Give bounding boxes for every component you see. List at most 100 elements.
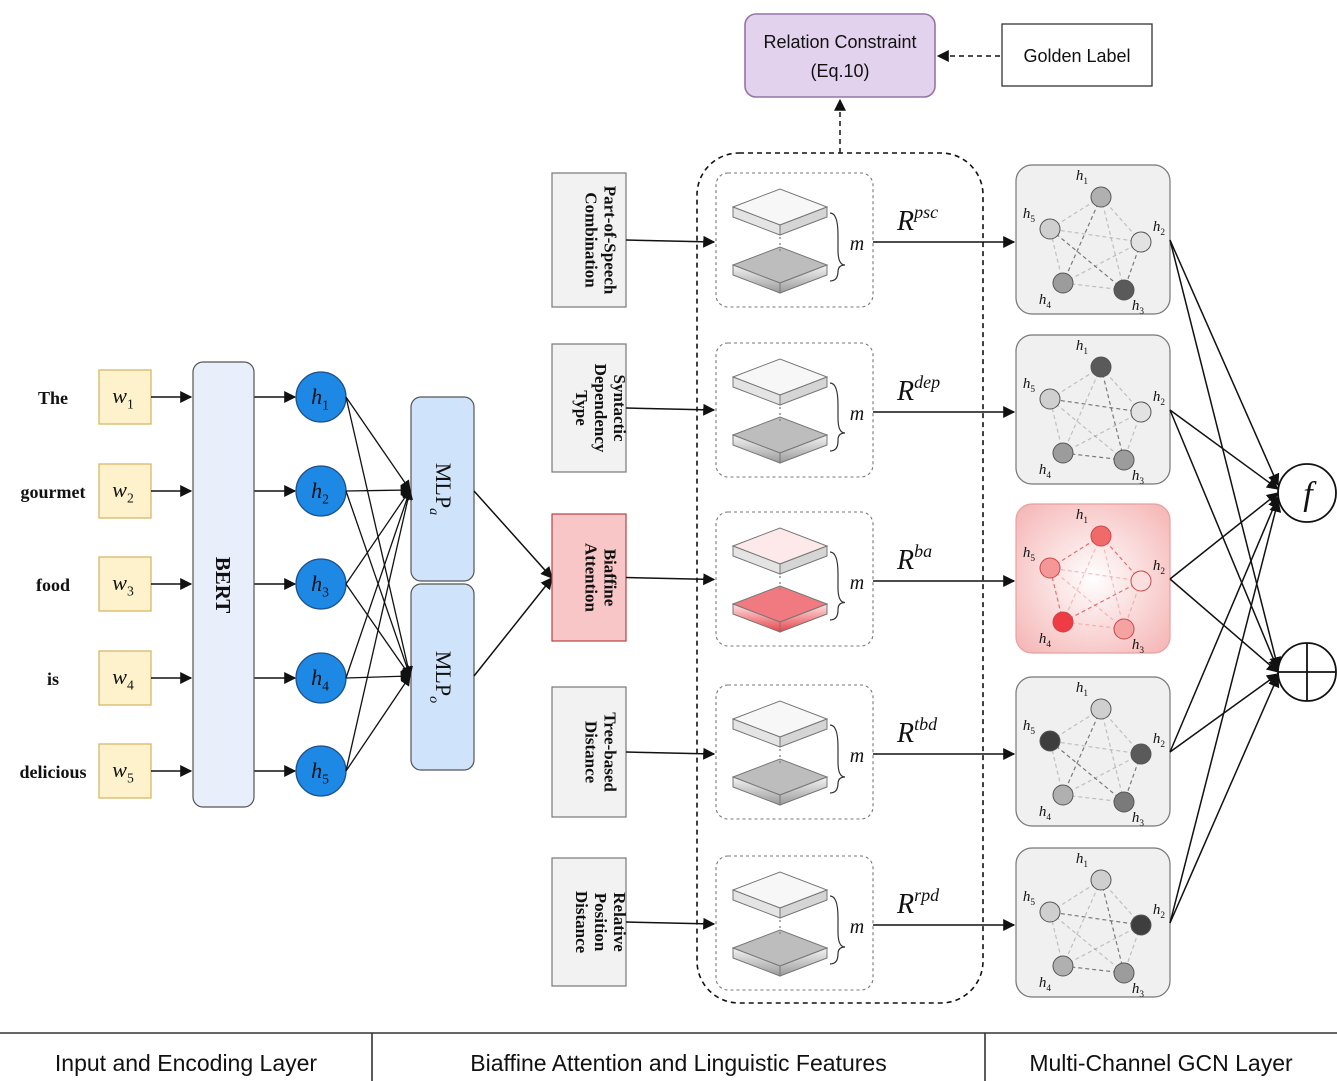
relation-base: R: [896, 206, 914, 237]
feature-label-tbd-line1: Tree-based: [601, 712, 620, 792]
graph-node-h5: [1039, 388, 1061, 410]
graph-node-h1: [1090, 356, 1112, 378]
token-label-5-sub: 5: [127, 771, 134, 786]
graph-node-label-h1-base: h: [1076, 851, 1084, 867]
tensor-layer-right-2: [779, 434, 828, 464]
graph-node-label-h2: h2: [1153, 558, 1166, 577]
hidden-label-4-sub: 4: [322, 679, 329, 694]
graph-node-label-h3-base: h: [1132, 810, 1140, 826]
graph-node-h4: [1052, 611, 1074, 633]
graph-node-label-h1-sub: 1: [1083, 177, 1088, 187]
graph-node-label-h2-base: h: [1153, 558, 1161, 574]
graph-node-label-h5: h5: [1023, 718, 1036, 737]
graph-node-label-h5-base: h: [1023, 545, 1031, 561]
graph-node-label-h3: h3: [1132, 298, 1145, 317]
mlp-label-base: MLP: [431, 463, 456, 508]
word-1: The: [38, 388, 68, 408]
graph-edge: [1100, 196, 1125, 291]
graph-box-dep: [1015, 334, 1171, 485]
f-combine-node: f: [1277, 463, 1337, 523]
graph-node-label-h1-sub: 1: [1083, 347, 1088, 357]
graph-node-label-h5-base: h: [1023, 206, 1031, 222]
graph-node-label-h1: h1: [1076, 851, 1089, 870]
graph-node-label-h4-base: h: [1039, 292, 1047, 308]
tensor-depth-label: m: [850, 916, 864, 938]
feature-box-psc: [551, 172, 627, 308]
feature-label-dep-line2: Dependency: [591, 364, 610, 453]
graph-node-label-h3: h3: [1132, 637, 1145, 656]
graph-node-label-h1-sub: 1: [1083, 860, 1088, 870]
graph-edge: [1062, 535, 1102, 623]
graph1-to-f: [1169, 239, 1280, 487]
graph-node-label-h4-base: h: [1039, 804, 1047, 820]
graph-node-label-h5-sub: 5: [1030, 727, 1035, 737]
graph-node-label-h2-base: h: [1153, 731, 1161, 747]
golden-label-text: Golden Label: [1023, 46, 1130, 66]
graph-node-h1: [1090, 869, 1112, 891]
mlp-label-a: MLPa: [426, 463, 456, 515]
token-box-2: [98, 463, 152, 519]
graph-node-label-h4: h4: [1039, 804, 1052, 823]
graph-node-label-h3-sub: 3: [1139, 646, 1144, 656]
tensor-brace: [829, 895, 846, 965]
graph-node-label-h5-sub: 5: [1030, 554, 1035, 564]
feature-box-rpd: [551, 857, 627, 987]
relation-label-rpd: Rrpd: [896, 885, 940, 920]
hidden-label-1-sub: 1: [322, 398, 329, 413]
feature-to-tensor-arrow-tbd: [625, 747, 716, 760]
token-label-2-sub: 2: [127, 491, 134, 506]
graph-node-label-h4-sub: 4: [1046, 640, 1051, 650]
word-3: food: [36, 575, 70, 595]
graph-node-label-h1-sub: 1: [1083, 689, 1088, 699]
hidden-label-2-base: h: [311, 478, 322, 503]
tensor-layer-right-1: [779, 889, 828, 919]
feature-to-tensor-arrow-psc: [625, 235, 716, 248]
graph-node-h4: [1052, 955, 1074, 977]
relation-base: R: [896, 545, 914, 576]
graph-edge: [1100, 708, 1125, 803]
tensor-layer-right-2: [779, 776, 828, 806]
graph1-to-sum: [1169, 239, 1282, 670]
graph-node-label-h1-base: h: [1076, 338, 1084, 354]
token-label-3-sub: 3: [127, 584, 134, 599]
hidden-to-mlp-edges: [345, 396, 413, 772]
graph-node-label-h5: h5: [1023, 206, 1036, 225]
relation-label-ba: Rba: [896, 541, 932, 576]
graph-node-h3: [1113, 962, 1135, 984]
hidden-label-2: h2: [311, 478, 329, 507]
relation-base: R: [896, 889, 914, 920]
relation-constraint-box: Relation Constraint (Eq.10): [744, 13, 936, 98]
hidden2-to-mlp-a: [345, 484, 412, 496]
graph-edge: [1049, 567, 1125, 630]
token-label-1-sub: 1: [127, 397, 134, 412]
graph-node-label-h2-sub: 2: [1160, 740, 1165, 750]
graph-node-label-h2-base: h: [1153, 902, 1161, 918]
feature-label-ba-line1: Biaffine: [601, 549, 620, 607]
graph-node-label-h3-base: h: [1132, 298, 1140, 314]
hidden-label-3-base: h: [311, 571, 322, 596]
token-box-4: [98, 650, 152, 706]
graph-node-label-h2-sub: 2: [1160, 911, 1165, 921]
graph-node-h3: [1113, 618, 1135, 640]
feature-label-ba-line2: Attention: [582, 543, 601, 612]
token-label-5-base: w: [112, 757, 127, 782]
graph-node-label-h2-base: h: [1153, 389, 1161, 405]
hidden-label-4-base: h: [311, 665, 322, 690]
mlp-to-biaffine-arrow-o: [473, 577, 553, 677]
graph-node-h3: [1113, 791, 1135, 813]
graph-node-label-h4-sub: 4: [1046, 301, 1051, 311]
hidden-label-1-base: h: [311, 384, 322, 409]
relation-constraint-title: Relation Constraint: [763, 32, 916, 52]
token-label-4-base: w: [112, 664, 127, 689]
relation-label-psc: Rpsc: [896, 202, 938, 237]
layer-label-gcn: Multi-Channel GCN Layer: [1029, 1050, 1293, 1076]
feature-label-dep-line3: Type: [572, 390, 591, 426]
feature-to-tensor-arrow-ba: [625, 573, 716, 586]
graph-node-label-h1-base: h: [1076, 168, 1084, 184]
graph-node-label-h1: h1: [1076, 507, 1089, 526]
graph-node-h4: [1052, 272, 1074, 294]
graph-node-h5: [1039, 557, 1061, 579]
relation-sup: tbd: [914, 714, 938, 734]
graph2-to-f: [1169, 409, 1279, 490]
